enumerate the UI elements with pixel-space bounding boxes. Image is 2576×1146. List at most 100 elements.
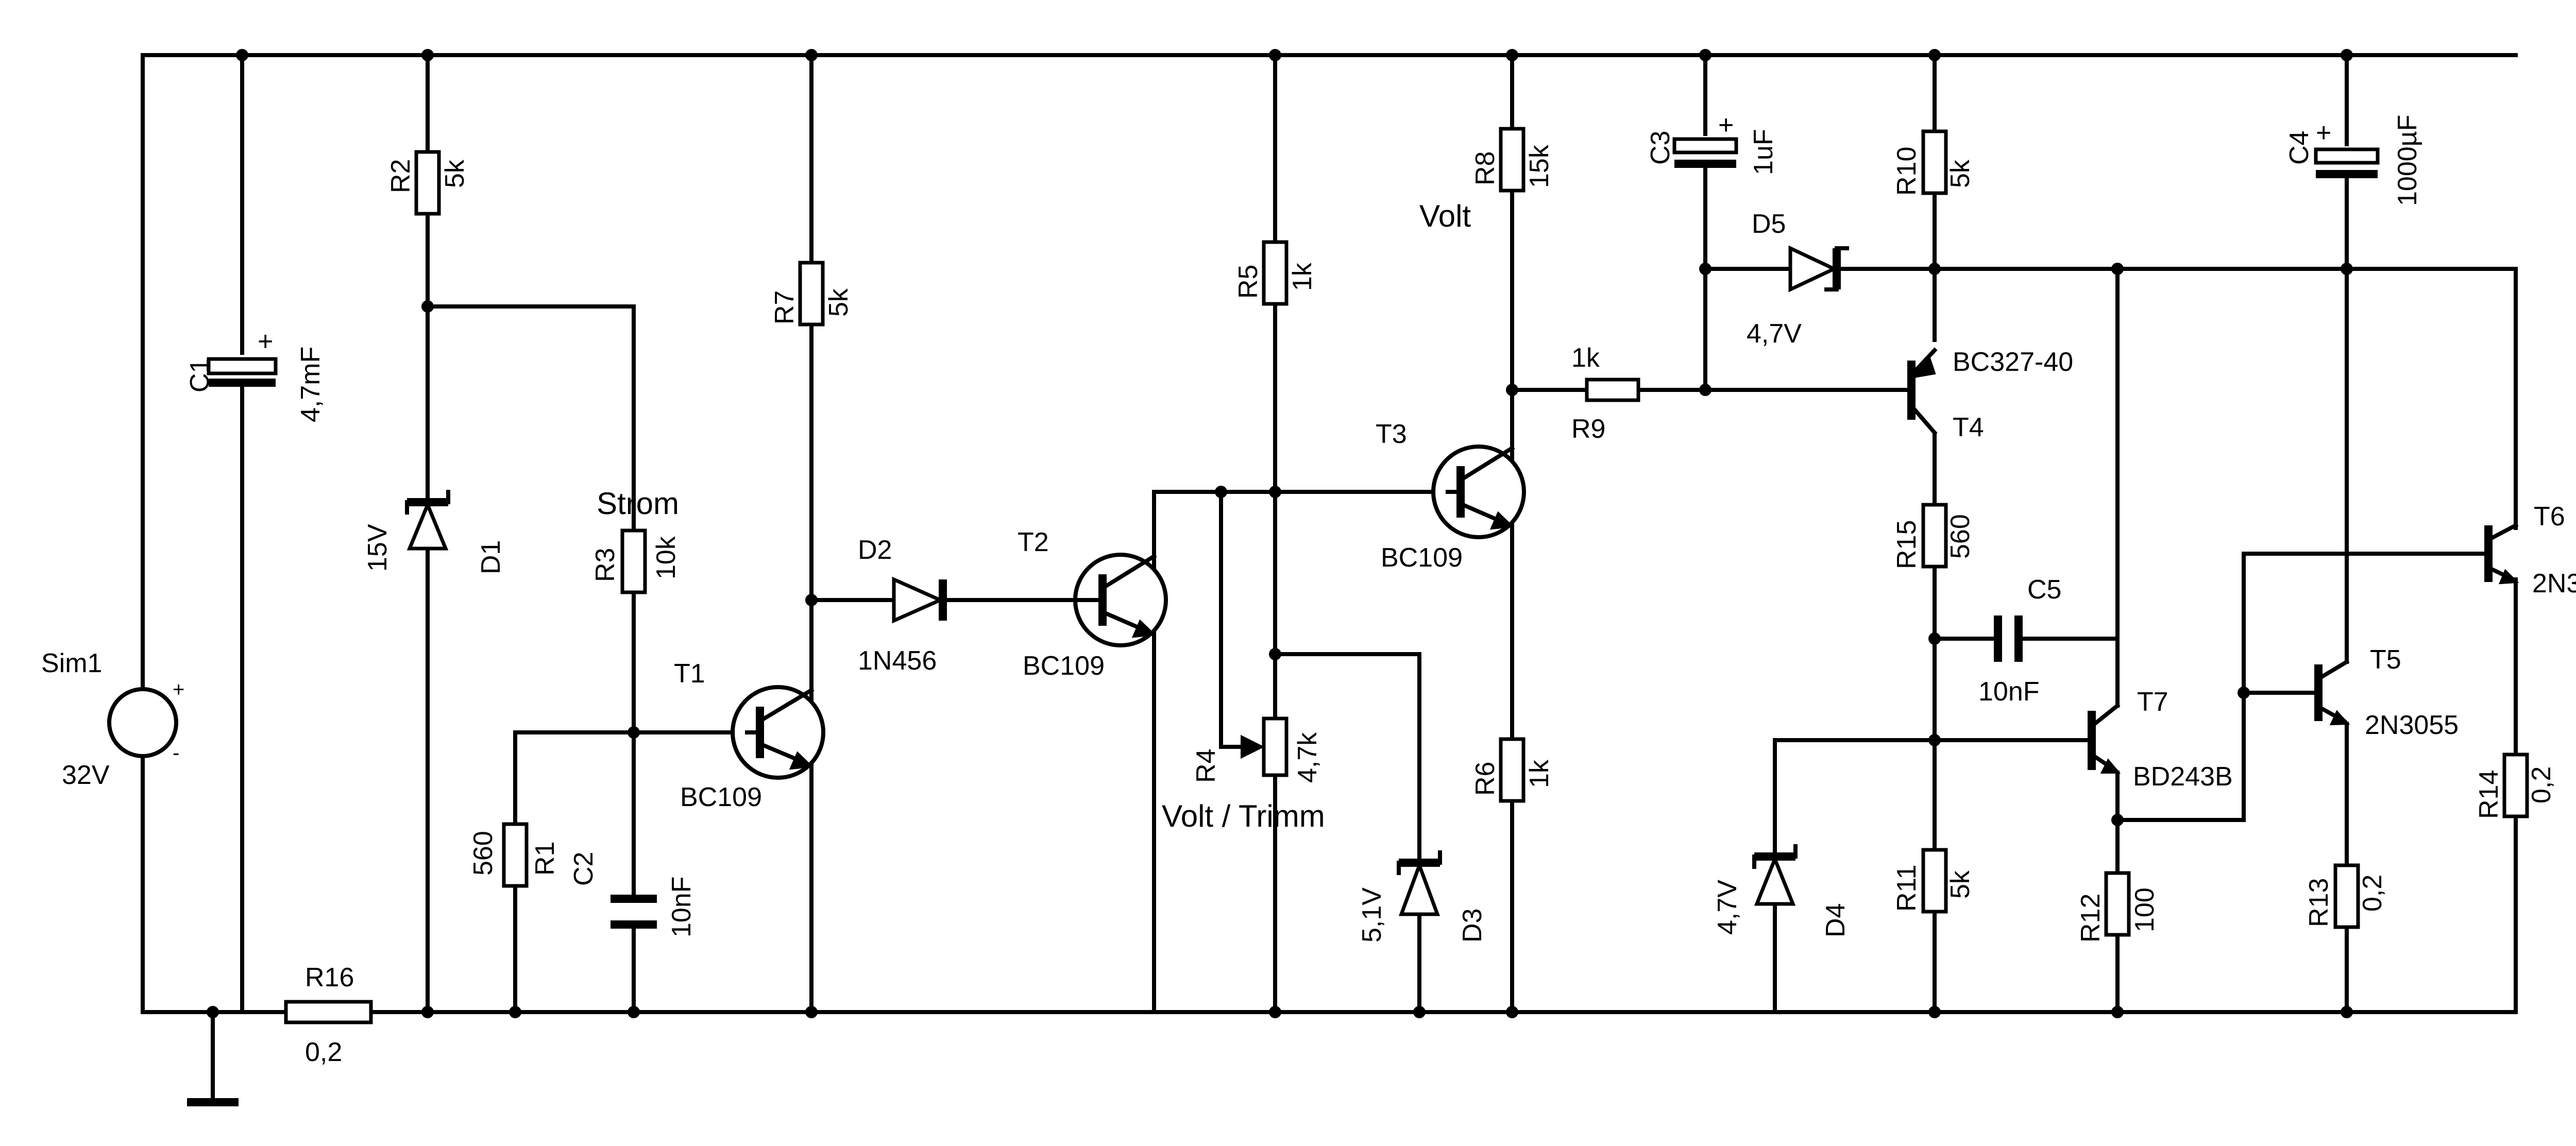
transistor-t3: T3 BC109	[1376, 419, 1526, 573]
d4-name: D4	[1821, 903, 1851, 937]
r2-name: R2	[386, 159, 416, 193]
resistor-r9: 1k R9	[1571, 343, 1640, 444]
resistor-r15: R15 560	[1892, 503, 1975, 569]
r14-name: R14	[2474, 770, 2504, 819]
resistor-r10: R10 5k	[1892, 129, 1975, 196]
zener-diode-d4: 4,7V D4	[1713, 844, 1851, 937]
r15-value: 560	[1945, 514, 1975, 559]
r1-name: R1	[530, 842, 560, 876]
capacitor-c2: C2 10nF	[569, 852, 697, 937]
t2-name: T2	[1018, 527, 1049, 557]
c3-value: 1uF	[1749, 129, 1778, 175]
r6-name: R6	[1470, 762, 1500, 796]
r5-name: R5	[1233, 265, 1263, 299]
d1-name: D1	[476, 540, 506, 574]
transistor-t4: BC327-40 T4	[1907, 347, 2073, 442]
transistor-t1: T1 BC109	[674, 659, 825, 812]
resistor-r11: R11 5k	[1892, 848, 1975, 914]
c2-value: 10nF	[667, 876, 697, 937]
d3-value: 5,1V	[1357, 887, 1387, 943]
r12-value: 100	[2130, 887, 2160, 932]
d1-value: 15V	[363, 524, 393, 572]
d4-value: 4,7V	[1713, 880, 1742, 935]
r3-value: 10k	[651, 536, 681, 579]
voltage-source-sim1: Sim1 32V + -	[41, 648, 184, 790]
wires	[141, 53, 2518, 1106]
transistor-t7: T7 BD243B	[2079, 687, 2233, 792]
resistor-r3: Strom R3 10k	[590, 486, 681, 594]
c4-plus: +	[2316, 118, 2331, 148]
c1-plus: +	[258, 327, 273, 356]
sim1-name: Sim1	[41, 648, 102, 678]
r15-name: R15	[1892, 520, 1922, 569]
r8-note: Volt	[1419, 199, 1471, 233]
r9-value: 1k	[1571, 343, 1600, 373]
r16-value: 0,2	[305, 1037, 342, 1067]
c2-name: C2	[569, 852, 599, 886]
t3-name: T3	[1376, 419, 1407, 449]
r4-note: Volt / Trimm	[1162, 799, 1325, 833]
r14-value: 0,2	[2527, 766, 2556, 803]
t5-value: 2N3055	[2365, 710, 2459, 740]
capacitor-c5: C5 10nF	[1978, 575, 2061, 707]
transistor-t2: T2 BC109	[1018, 527, 1168, 681]
c3-name: C3	[1646, 131, 1675, 165]
capacitor-c4: + C4 1000µF	[2284, 115, 2422, 206]
d3-name: D3	[1458, 909, 1487, 943]
zener-diode-d5: D5 4,7V	[1747, 209, 1849, 349]
c1-value: 4,7mF	[296, 347, 326, 422]
r7-name: R7	[770, 290, 800, 324]
c1-name: C1	[185, 358, 215, 392]
resistor-r13: R13 0,2	[2304, 863, 2387, 929]
r4-name: R4	[1191, 749, 1221, 783]
r8-value: 15k	[1524, 144, 1554, 188]
t1-value: BC109	[680, 782, 762, 812]
resistor-r5: R5 1k	[1233, 240, 1317, 306]
r4-value: 4,7k	[1293, 732, 1323, 783]
c3-plus: +	[1718, 110, 1734, 140]
r13-value: 0,2	[2358, 875, 2387, 912]
t6-name: T6	[2534, 502, 2565, 532]
d5-name: D5	[1752, 209, 1786, 239]
capacitor-c3: + C3 1uF	[1646, 110, 1778, 175]
resistor-r12: R12 100	[2076, 871, 2160, 943]
t6-value: 2N3055	[2532, 569, 2576, 598]
transistor-t6: T6 2N3055	[2476, 502, 2576, 598]
r1-value: 560	[468, 831, 498, 876]
t5-name: T5	[2370, 645, 2401, 675]
resistor-r14: R14 0,2	[2474, 752, 2556, 819]
r3-name: R3	[590, 548, 620, 582]
resistor-r1: 560 R1	[468, 822, 560, 888]
r9-name: R9	[1571, 414, 1605, 444]
r11-name: R11	[1892, 864, 1922, 912]
r5-value: 1k	[1287, 262, 1317, 291]
diode-d2: D2 1N456	[858, 535, 947, 676]
t4-name: T4	[1953, 413, 1984, 442]
zener-diode-d3: 5,1V D3	[1357, 850, 1487, 943]
r12-name: R12	[2076, 894, 2106, 943]
r10-value: 5k	[1945, 159, 1975, 188]
resistor-r16: R16 0,2	[284, 963, 373, 1067]
t4-value: BC327-40	[1953, 347, 2073, 377]
r3-note: Strom	[597, 486, 679, 521]
r11-value: 5k	[1945, 870, 1975, 899]
potentiometer-r4: R4 4,7k Volt / Trimm	[1162, 716, 1325, 833]
t2-value: BC109	[1023, 651, 1105, 681]
d5-value: 4,7V	[1747, 319, 1802, 349]
resistor-r7: R7 5k	[770, 261, 854, 327]
r16-name: R16	[305, 963, 354, 993]
r6-value: 1k	[1524, 759, 1554, 788]
sim1-plus: +	[173, 678, 184, 701]
c4-value: 1000µF	[2393, 115, 2422, 206]
resistor-r8: R8 15k Volt	[1419, 127, 1554, 233]
r10-name: R10	[1892, 147, 1922, 196]
d2-name: D2	[858, 535, 892, 565]
c4-name: C4	[2284, 131, 2314, 165]
t7-name: T7	[2137, 687, 2168, 717]
sim1-minus: -	[173, 742, 179, 764]
sim1-value: 32V	[62, 760, 110, 790]
r8-name: R8	[1470, 151, 1500, 185]
r2-value: 5k	[440, 159, 470, 188]
capacitor-c1: + C1 4,7mF	[185, 327, 326, 422]
